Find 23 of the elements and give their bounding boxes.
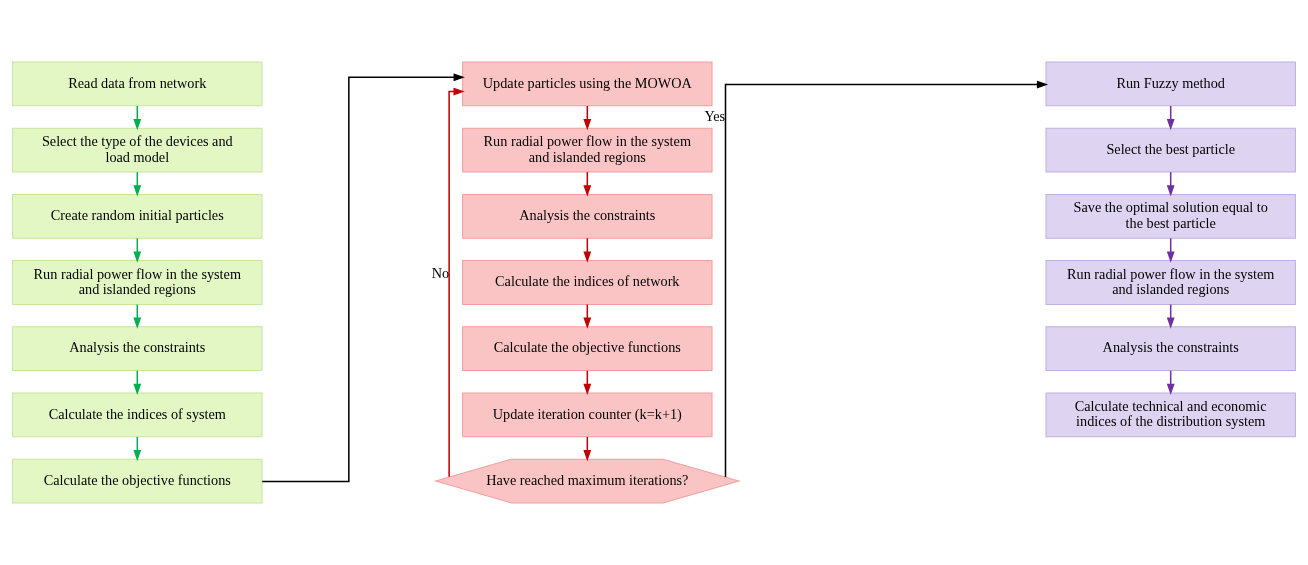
node-box: Update particles using the MOWOA	[462, 61, 713, 107]
arrow	[724, 80, 1049, 478]
node-box: Select the best particle	[1045, 127, 1296, 173]
node-box: Calculate the indices of system	[12, 392, 263, 438]
edge-label: Yes	[704, 107, 726, 124]
node-box: Calculate technical and economic indices of the distribution system	[1045, 392, 1296, 438]
node-box: Update iteration counter (k=k+1)	[462, 392, 713, 438]
node-box: Save the optimal solution equal to the best particle	[1045, 193, 1296, 239]
node-box: Run Fuzzy method	[1045, 61, 1296, 107]
node-box: Calculate the objective functions	[462, 326, 713, 372]
node-box: Run radial power flow in the system and islanded regions	[1045, 260, 1296, 305]
node-box: Analysis the constraints	[12, 326, 263, 372]
node-box: Calculate the indices of network	[462, 260, 713, 305]
node-box: Analysis the constraints	[1045, 326, 1296, 372]
node-box: Run radial power flow in the system and islanded regions	[12, 260, 263, 305]
arrow	[261, 73, 465, 483]
node-box: Select the type of the devices and load model	[12, 127, 263, 173]
node-box: Run radial power flow in the system and islanded regions	[462, 127, 713, 173]
node-box: Analysis the constraints	[462, 193, 713, 239]
arrow	[448, 87, 465, 478]
node-box: Create random initial particles	[12, 193, 263, 239]
node-box: Calculate the objective functions	[12, 458, 263, 504]
node-box: Read data from network	[12, 61, 263, 107]
